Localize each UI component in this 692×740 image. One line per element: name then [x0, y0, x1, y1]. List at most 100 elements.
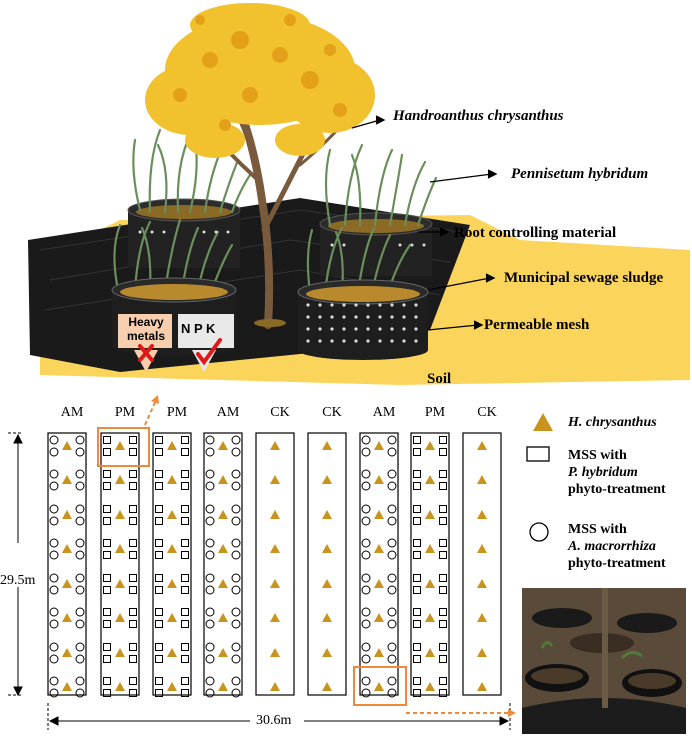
- tree-marker: [374, 682, 384, 691]
- pennisetum-marker: [129, 448, 137, 456]
- pennisetum-marker: [439, 689, 447, 697]
- tree-marker: [218, 475, 228, 484]
- tree-marker: [62, 544, 72, 553]
- pennisetum-marker: [439, 643, 447, 651]
- height-dimension: [8, 432, 23, 697]
- tree-marker: [167, 544, 177, 553]
- pennisetum-marker: [181, 620, 189, 628]
- pennisetum-marker: [413, 608, 421, 616]
- pennisetum-marker: [413, 586, 421, 594]
- amaranth-marker: [231, 607, 241, 617]
- amaranth-marker: [387, 573, 397, 583]
- amaranth-marker: [361, 447, 371, 457]
- tree-marker: [115, 510, 125, 519]
- amaranth-marker: [361, 435, 371, 445]
- tree-marker: [270, 510, 280, 519]
- tree-marker: [425, 475, 435, 484]
- field-photo: [522, 588, 686, 734]
- amaranth-marker: [231, 504, 241, 514]
- amaranth-marker: [387, 469, 397, 479]
- pennisetum-marker: [181, 586, 189, 594]
- pennisetum-marker: [413, 620, 421, 628]
- amaranth-marker: [387, 516, 397, 526]
- pennisetum-marker: [103, 470, 111, 478]
- amaranth-marker: [361, 550, 371, 560]
- amaranth-marker: [49, 481, 59, 491]
- pennisetum-marker: [103, 586, 111, 594]
- amaranth-marker: [75, 642, 85, 652]
- amaranth-marker: [75, 447, 85, 457]
- npk-text: N P K: [181, 321, 216, 336]
- tree-marker: [477, 441, 487, 450]
- tree-marker: [167, 682, 177, 691]
- tree-marker: [374, 579, 384, 588]
- pennisetum-marker: [439, 517, 447, 525]
- pennisetum-marker: [181, 482, 189, 490]
- tree-marker: [62, 475, 72, 484]
- amaranth-marker: [49, 516, 59, 526]
- amaranth-marker: [231, 469, 241, 479]
- amaranth-marker: [387, 447, 397, 457]
- tree-marker: [167, 510, 177, 519]
- pennisetum-marker: [413, 574, 421, 582]
- tree-marker: [477, 475, 487, 484]
- tree-marker: [425, 613, 435, 622]
- pennisetum-marker: [129, 677, 137, 685]
- tree-marker: [115, 475, 125, 484]
- pennisetum-marker: [413, 470, 421, 478]
- pennisetum-marker: [439, 574, 447, 582]
- amaranth-marker: [387, 435, 397, 445]
- column-label-5: CK: [270, 405, 290, 420]
- grass-label: Pennisetum hybridum: [511, 166, 649, 182]
- pennisetum-marker: [181, 643, 189, 651]
- legend-circle-icon: [529, 522, 549, 542]
- amaranth-marker: [231, 676, 241, 686]
- tree-marker: [167, 475, 177, 484]
- highlight-box-pm: [97, 427, 150, 467]
- amaranth-marker: [75, 481, 85, 491]
- amaranth-marker: [231, 435, 241, 445]
- tree-marker: [477, 510, 487, 519]
- pennisetum-marker: [129, 482, 137, 490]
- tree-marker: [270, 613, 280, 622]
- tree-marker: [270, 441, 280, 450]
- pennisetum-marker: [439, 655, 447, 663]
- amaranth-marker: [75, 676, 85, 686]
- amaranth-marker: [361, 654, 371, 664]
- tree-marker: [322, 682, 332, 691]
- tree-marker: [270, 648, 280, 657]
- amaranth-marker: [75, 516, 85, 526]
- column-label-8: PM: [424, 405, 446, 420]
- legend-square-icon: [526, 446, 550, 462]
- pennisetum-marker: [129, 517, 137, 525]
- tree-marker: [477, 648, 487, 657]
- amaranth-marker: [387, 688, 397, 698]
- soil-label: Soil: [427, 371, 452, 387]
- pennisetum-marker: [103, 643, 111, 651]
- amaranth-marker: [205, 676, 215, 686]
- tree-marker: [322, 544, 332, 553]
- amaranth-marker: [75, 469, 85, 479]
- tree-marker: [322, 648, 332, 657]
- tree-marker: [477, 579, 487, 588]
- tree-marker: [62, 579, 72, 588]
- pennisetum-marker: [413, 655, 421, 663]
- tree-marker: [167, 441, 177, 450]
- pennisetum-marker: [155, 436, 163, 444]
- tree-marker: [218, 613, 228, 622]
- tree-marker: [218, 648, 228, 657]
- tree-marker: [477, 544, 487, 553]
- pennisetum-marker: [413, 448, 421, 456]
- tree-marker: [322, 475, 332, 484]
- column-label-7: AM: [372, 405, 396, 420]
- pennisetum-marker: [103, 517, 111, 525]
- tree-marker: [62, 510, 72, 519]
- pennisetum-marker: [155, 470, 163, 478]
- tree-marker: [270, 544, 280, 553]
- amaranth-marker: [49, 654, 59, 664]
- amaranth-marker: [387, 642, 397, 652]
- pennisetum-marker: [155, 517, 163, 525]
- width-dimension: [47, 703, 511, 730]
- amaranth-marker: [361, 538, 371, 548]
